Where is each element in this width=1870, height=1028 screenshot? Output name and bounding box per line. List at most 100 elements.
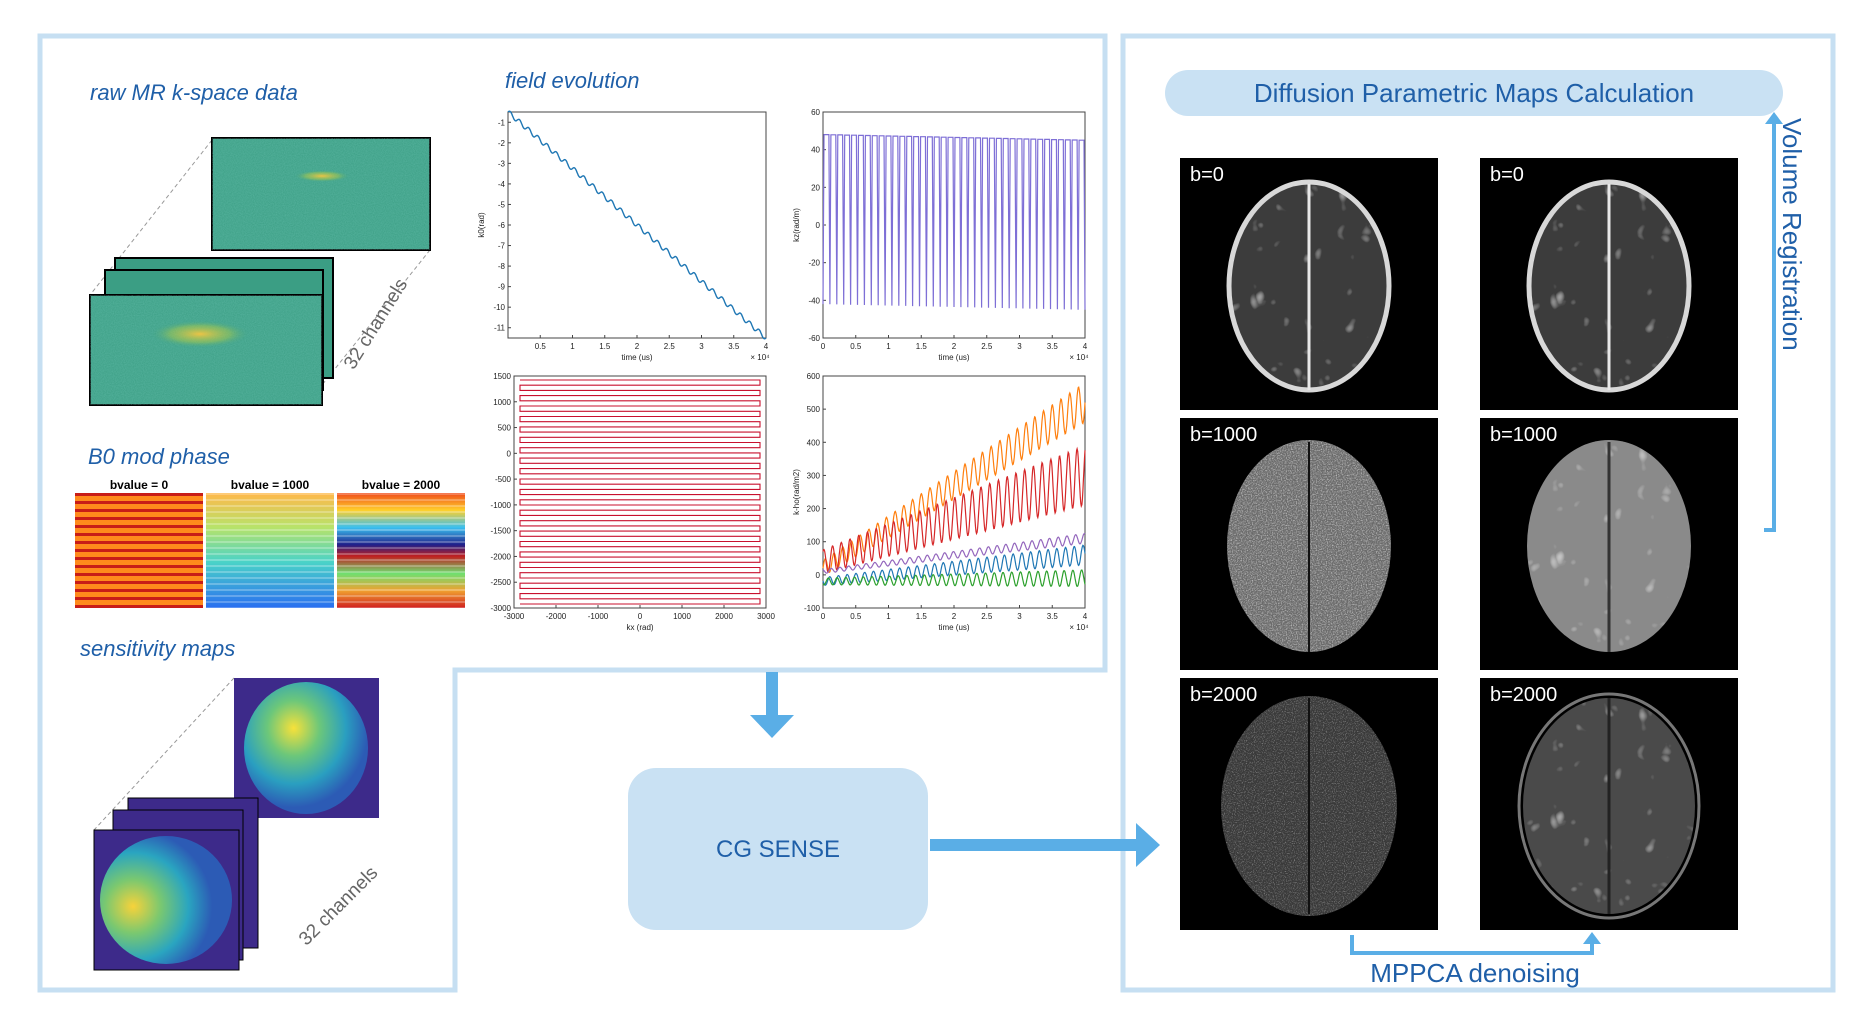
y-tick-label: -2000	[491, 552, 512, 561]
brain-label: b=1000	[1490, 424, 1558, 446]
x-tick-label: 0.5	[535, 342, 547, 351]
plot-area	[513, 375, 767, 609]
b0-phase-maps	[75, 493, 465, 608]
y-tick-label: 100	[807, 538, 821, 547]
x-tick-label: 1000	[673, 612, 691, 621]
brain-b2000-denoised: b=2000	[1480, 678, 1738, 930]
brain-b0-denoised: b=0	[1480, 158, 1738, 410]
x-tick-label: 1.5	[916, 612, 928, 621]
diffusion-maps-label: Diffusion Parametric Maps Calculation	[1253, 78, 1695, 108]
brain-b1000-raw: b=1000	[1180, 418, 1438, 670]
kspace-stack	[89, 137, 431, 406]
y-tick-label: 1500	[493, 372, 511, 381]
y-tick-label: -1000	[491, 501, 512, 510]
x-tick-label: 1	[570, 342, 575, 351]
brain-label: b=0	[1490, 164, 1524, 186]
y-axis-label: k0(rad)	[477, 212, 486, 238]
cg-sense-label: CG SENSE	[715, 836, 841, 863]
y-tick-label: 60	[811, 108, 820, 117]
x-tick-label: 1	[886, 612, 891, 621]
x-axis-label: kx (rad)	[626, 623, 653, 632]
y-tick-label: -40	[808, 296, 820, 305]
series-line-kx	[519, 379, 761, 605]
volume-registration-label: Volume Registration	[1777, 118, 1807, 351]
y-tick-label: 400	[807, 438, 821, 447]
x-tick-label: 3	[699, 342, 704, 351]
series-line-kho-2	[822, 532, 1086, 574]
x-tick-label: 4	[1083, 342, 1088, 351]
x-axis-label: time (us)	[621, 353, 652, 362]
x-axis-label: time (us)	[938, 623, 969, 632]
y-tick-label: -100	[804, 604, 821, 613]
y-tick-label: -60	[808, 334, 820, 343]
x-tick-label: 2.5	[981, 612, 993, 621]
x-exponent-label: × 10⁴	[750, 353, 770, 362]
x-exponent-label: × 10⁴	[1069, 623, 1089, 632]
x-tick-label: -3000	[504, 612, 525, 621]
brain-b1000-denoised: b=1000	[1480, 418, 1738, 670]
y-tick-label: 500	[807, 405, 821, 414]
x-tick-label: -1000	[588, 612, 609, 621]
x-tick-label: 0.5	[850, 612, 862, 621]
x-tick-label: 3.5	[1047, 342, 1059, 351]
x-tick-label: 0	[821, 342, 826, 351]
y-tick-label: -4	[498, 180, 506, 189]
sensitivity-stack	[93, 677, 379, 971]
diffusion-maps-box	[1165, 70, 1783, 116]
y-tick-label: -11	[494, 324, 506, 333]
y-tick-label: -5	[498, 200, 506, 209]
series-line-kz	[822, 134, 1086, 310]
x-tick-label: 1	[886, 342, 891, 351]
y-tick-label: -1500	[491, 527, 512, 536]
x-tick-label: 2	[635, 342, 640, 351]
x-tick-label: 2.5	[981, 342, 993, 351]
x-tick-label: 0	[821, 612, 826, 621]
brain-label: b=0	[1190, 164, 1224, 186]
x-tick-label: -2000	[546, 612, 567, 621]
y-tick-label: 40	[811, 146, 820, 155]
y-tick-label: 500	[498, 424, 512, 433]
x-tick-label: 1.5	[916, 342, 928, 351]
x-tick-label: 4	[764, 342, 769, 351]
x-tick-label: 0.5	[850, 342, 862, 351]
y-tick-label: -2	[498, 139, 506, 148]
field-evolution-title: field evolution	[505, 68, 640, 93]
b0-mod-phase-title: B0 mod phase	[88, 444, 230, 469]
x-tick-label: 3	[1017, 342, 1022, 351]
phase-title-1: bvalue = 1000	[230, 478, 310, 492]
series-line-kho-3	[822, 544, 1086, 586]
x-tick-label: 4	[1083, 612, 1088, 621]
y-tick-label: -3	[498, 159, 506, 168]
x-tick-label: 3	[1017, 612, 1022, 621]
x-tick-label: 1.5	[599, 342, 611, 351]
x-exponent-label: × 10⁴	[1069, 353, 1089, 362]
brain-b2000-raw: b=2000	[1180, 678, 1438, 930]
y-tick-label: 1000	[493, 398, 511, 407]
y-tick-label: -10	[493, 303, 505, 312]
x-tick-label: 2	[952, 342, 957, 351]
y-tick-label: 0	[816, 221, 821, 230]
series-line-kho-0	[822, 386, 1086, 574]
y-tick-label: -3000	[491, 604, 512, 613]
brain-b0-raw: b=0	[1180, 158, 1438, 410]
brain-label: b=2000	[1190, 684, 1258, 706]
y-tick-label: -500	[495, 475, 512, 484]
mppca-label: MPPCA denoising	[1370, 958, 1580, 988]
y-tick-label: -9	[498, 283, 506, 292]
y-axis-label: kz(rad/m)	[792, 208, 801, 242]
y-tick-label: 200	[807, 505, 821, 514]
x-tick-label: 3000	[757, 612, 775, 621]
series-line-kho-4	[822, 569, 1086, 588]
y-tick-label: 0	[816, 571, 821, 580]
x-tick-label: 2.5	[664, 342, 676, 351]
chart-kx: 150010005000-500-1000-1500-2000-2500-300…	[491, 372, 775, 632]
y-tick-label: -8	[498, 262, 506, 271]
series-line-k0	[507, 110, 767, 340]
x-axis-label: time (us)	[938, 353, 969, 362]
phase-title-0: bvalue = 0	[109, 478, 169, 492]
x-tick-label: 2000	[715, 612, 733, 621]
